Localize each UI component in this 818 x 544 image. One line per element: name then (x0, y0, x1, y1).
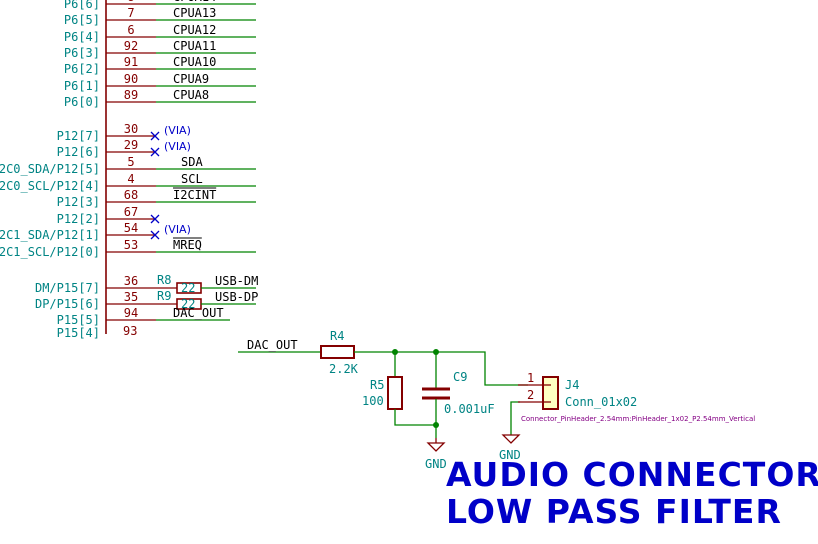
c9-value: 0.001uF (444, 402, 495, 416)
pin-name: P12[6] (57, 145, 100, 159)
pin-name: P6[2] (64, 62, 100, 76)
gnd-symbol-icon (501, 434, 521, 444)
net-label: SDA (181, 155, 203, 169)
net-label: CPUA13 (173, 6, 216, 20)
resistor-ref: R9 (157, 289, 171, 303)
low-pass-filter: DAC_OUT R4 2.2K R5 100 C9 0.001uF GND 1 … (238, 329, 755, 471)
pin-number: 94 (124, 306, 138, 320)
pin-name: P6[1] (64, 79, 100, 93)
net-label: CPUA9 (173, 72, 209, 86)
pin-number: 90 (124, 72, 138, 86)
pin-name: P12[7] (57, 129, 100, 143)
r4-ref: R4 (330, 329, 344, 343)
net-label: CPUA12 (173, 23, 216, 37)
pin-number: 6 (127, 23, 134, 37)
pin-name: P6[4] (64, 30, 100, 44)
resistor-ref: R8 (157, 273, 171, 287)
j4-pin1-num: 1 (527, 371, 534, 385)
pin-number: 67 (124, 205, 138, 219)
pin-number: 93 (123, 324, 137, 338)
pin-name: P6[6] (64, 0, 100, 11)
pin-name: P6[0] (64, 95, 100, 109)
via-label: (VIA) (164, 140, 191, 153)
net-label: USB-DM (215, 274, 258, 288)
r5-value: 100 (362, 394, 384, 408)
pin-number: 91 (124, 55, 138, 69)
net-label: CPUA14 (173, 0, 216, 4)
pin-number: 89 (124, 88, 138, 102)
pin-number: 30 (124, 122, 138, 136)
pin-name: DP/P15[6] (35, 297, 100, 311)
junction-dot (433, 422, 439, 428)
net-label: I2CINT (173, 188, 216, 202)
filter-node-wire[interactable] (354, 351, 528, 386)
pin-number: 29 (124, 138, 138, 152)
junction-dot (433, 349, 439, 355)
pin-number: 92 (124, 39, 138, 53)
j4-footprint: Connector_PinHeader_2.54mm:PinHeader_1x0… (521, 415, 755, 423)
pin-number: 54 (124, 221, 138, 235)
r4-resistor[interactable] (320, 345, 355, 359)
pin-name: I2C0_SCL/P12[4] (0, 179, 100, 193)
via-label: (VIA) (164, 223, 191, 236)
r5-bottom-wire[interactable] (394, 409, 436, 426)
junction-dot (392, 349, 398, 355)
j4-ref: J4 (565, 378, 579, 392)
no-connect-icon (150, 214, 160, 224)
pin-name: I2C1_SDA/P12[1] (0, 228, 100, 242)
net-label: CPUA11 (173, 39, 216, 53)
gnd-label: GND (425, 457, 447, 471)
gnd-symbol-icon (426, 442, 446, 452)
pin-number: 5 (127, 155, 134, 169)
pin-number: 68 (124, 188, 138, 202)
pin-name: I2C0_SDA/P12[5] (0, 162, 100, 176)
pin-number: 35 (124, 290, 138, 304)
no-connect-icon (150, 147, 160, 157)
pin-number: 8 (127, 0, 134, 4)
j4-pin2-num: 2 (527, 388, 534, 402)
pin-name: P6[5] (64, 13, 100, 27)
net-label: SCL (181, 172, 203, 186)
title-line-1: AUDIO CONNECTOR/ (446, 455, 818, 494)
via-label: (VIA) (164, 124, 191, 137)
pin-number: 4 (127, 172, 134, 186)
pin-number: 53 (124, 238, 138, 252)
pin-number: 7 (127, 6, 134, 20)
resistor-value: 22 (181, 297, 195, 311)
j4-connector-body[interactable] (542, 376, 559, 410)
gnd2-wire[interactable] (510, 401, 520, 435)
no-connect-icon (150, 230, 160, 240)
net-label: MREQ (173, 238, 202, 252)
no-connect-icon (150, 131, 160, 141)
pin-name: P6[3] (64, 46, 100, 60)
pin-name: P15[5] (57, 313, 100, 327)
pin-name: P12[3] (57, 195, 100, 209)
r5-ref: R5 (370, 378, 384, 392)
net-label: DAC_OUT (173, 306, 224, 320)
net-label: CPUA10 (173, 55, 216, 69)
j4-value: Conn_01x02 (565, 395, 637, 409)
gnd-label: GND (499, 448, 521, 462)
net-label: CPUA8 (173, 88, 209, 102)
pin-name: P12[2] (57, 212, 100, 226)
pin-name: DM/P15[7] (35, 281, 100, 295)
pin-number: 36 (124, 274, 138, 288)
resistor-value: 22 (181, 281, 195, 295)
dac-out-label: DAC_OUT (247, 338, 298, 352)
r4-value: 2.2K (329, 362, 359, 376)
c9-ref: C9 (453, 370, 467, 384)
pin-name: P15[4] (57, 326, 100, 340)
r5-resistor[interactable] (387, 376, 403, 410)
title-line-2: LOW PASS FILTER (446, 492, 782, 531)
pin-name: I2C1_SCL/P12[0] (0, 245, 100, 259)
net-label: USB-DP (215, 290, 258, 304)
